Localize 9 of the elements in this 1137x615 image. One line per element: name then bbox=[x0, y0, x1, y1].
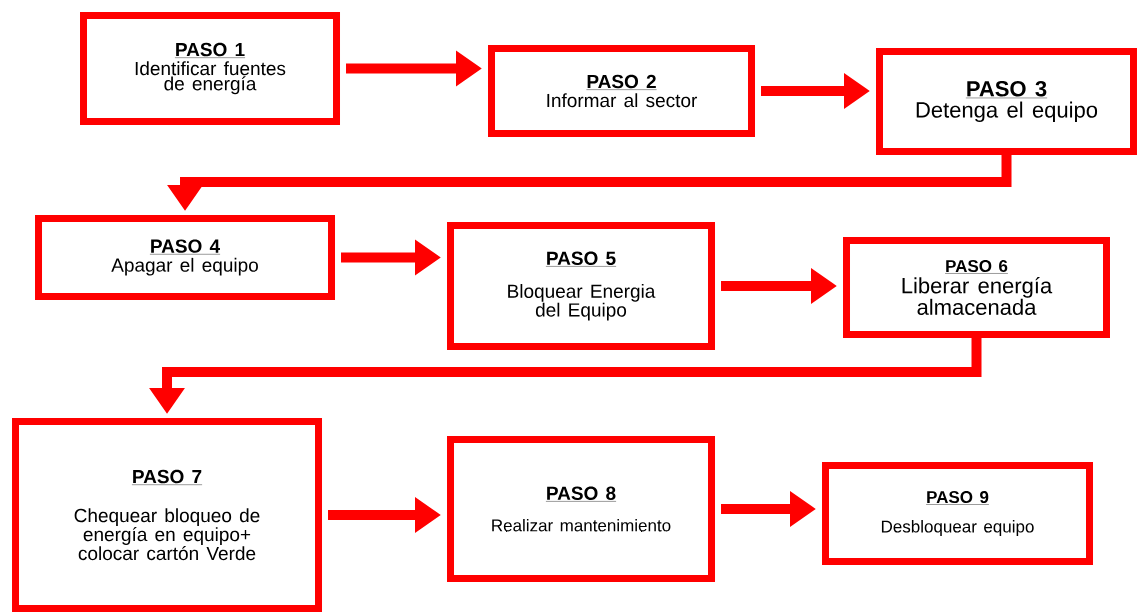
step-box: PASO 5 Bloquear Energia del Equipo bbox=[447, 222, 715, 350]
step-box: PASO 3 Detenga el equipo bbox=[876, 48, 1137, 155]
step-box: PASO 4 Apagar el equipo bbox=[35, 215, 335, 300]
step-box: PASO 6 Liberar energía almacenada bbox=[843, 237, 1110, 338]
step-box: PASO 1 Identificar fuentes de energía bbox=[80, 12, 340, 125]
step-box: PASO 2 Informar al sector bbox=[488, 45, 755, 137]
step-box: PASO 8 Realizar mantenimiento bbox=[447, 436, 715, 582]
step-box: PASO 7 Chequear bloqueo de energía en equipo+ colocar cartón Verde bbox=[12, 418, 322, 612]
step-box: PASO 9 Desbloquear equipo bbox=[822, 462, 1093, 565]
